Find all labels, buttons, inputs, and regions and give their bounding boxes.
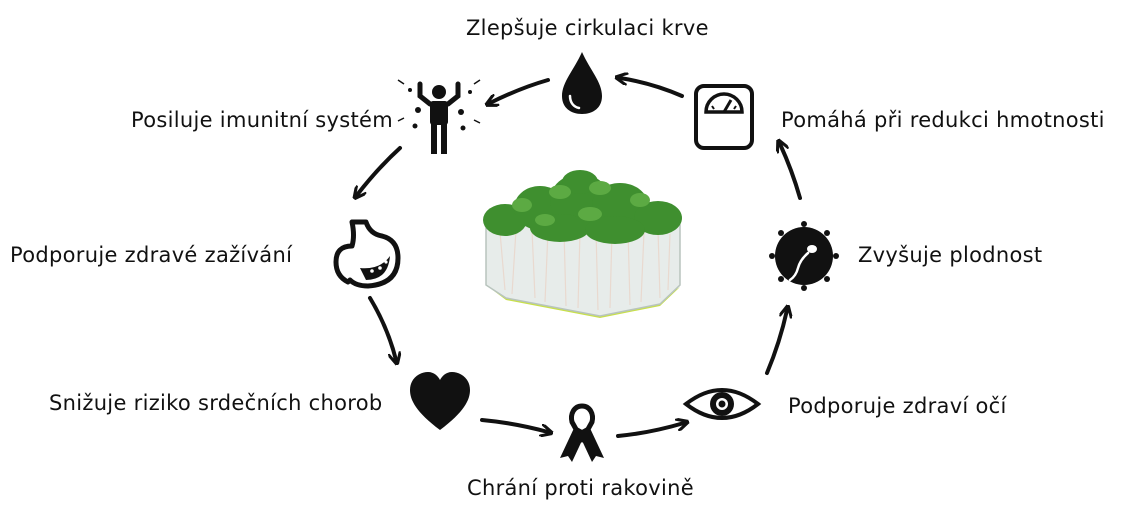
heart-icon xyxy=(410,372,470,430)
arrow-heart-to-cancer xyxy=(480,418,548,432)
label-eye-health: Podporuje zdraví očí xyxy=(788,394,1007,418)
arrow-cancer-to-eyes xyxy=(616,423,684,438)
blood-drop-icon xyxy=(562,52,602,114)
arrow-blood-to-immune xyxy=(490,78,550,103)
microgreens-tray-image xyxy=(483,170,682,318)
strong-person-icon xyxy=(397,79,481,154)
bathroom-scale-icon xyxy=(694,84,754,150)
awareness-ribbon-icon xyxy=(560,403,604,462)
label-weight-reduction: Pomáhá při redukci hmotnosti xyxy=(781,108,1105,132)
arrow-fertility-to-weight xyxy=(780,144,802,200)
arrow-digestion-to-heart xyxy=(368,296,396,360)
label-immune-system: Posiluje imunitní systém xyxy=(131,108,394,132)
label-fertility: Zvyšuje plodnost xyxy=(858,243,1043,267)
cycle-arrows xyxy=(357,78,802,438)
label-digestion: Podporuje zdravé zažívání xyxy=(10,243,293,267)
label-heart-disease: Snižuje riziko srdečních chorob xyxy=(49,391,383,415)
label-cancer-protection: Chrání proti rakovině xyxy=(467,476,694,500)
arrow-eyes-to-fertility xyxy=(765,310,787,375)
stomach-icon xyxy=(333,219,401,289)
sperm-egg-icon xyxy=(769,221,839,291)
label-blood-circulation: Zlepšuje cirkulaci krve xyxy=(466,16,709,40)
arrow-weight-to-blood xyxy=(620,78,684,98)
arrow-immune-to-digestion xyxy=(357,146,402,195)
eye-icon xyxy=(682,388,762,420)
